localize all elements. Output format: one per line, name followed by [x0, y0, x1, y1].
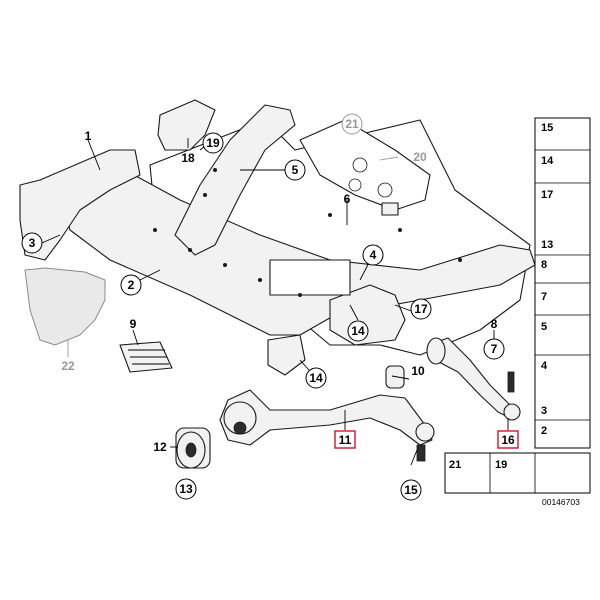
callout-label: 8	[491, 317, 498, 331]
parts-table-label: 17	[541, 189, 553, 201]
callout-label: 9	[130, 317, 137, 331]
callout-label: 18	[181, 151, 195, 165]
callout-label: 4	[370, 248, 377, 262]
parts-table-label: 2	[541, 425, 547, 437]
callout-label: 7	[491, 342, 498, 356]
callout-label: 19	[206, 136, 220, 150]
diagram-code: 00146703	[542, 497, 580, 507]
wishbone-drawing	[219, 389, 435, 462]
callout-label: 11	[339, 433, 352, 447]
parts-table-label: 5	[541, 321, 547, 333]
bottom-parts-row: 21 19 00146703	[444, 452, 591, 507]
callout-label: 6	[344, 192, 351, 206]
parts-table-label: 14	[541, 155, 554, 167]
parts-table-label: 13	[541, 239, 553, 251]
bump-stop-drawing	[119, 341, 173, 373]
callout-label: 14	[309, 371, 323, 385]
bottom-row-label: 19	[495, 459, 507, 471]
bottom-row-label: 21	[449, 459, 461, 471]
callout-label: 1	[85, 129, 92, 143]
callouts: 1 2 3 4 5 6 7 8 9 10 11 12 13 14	[21, 113, 519, 501]
callout-label: 16	[501, 433, 515, 447]
callout-label: 2	[128, 278, 135, 292]
parts-table-label: 7	[541, 291, 547, 303]
callout-label: 13	[179, 482, 193, 496]
callout-label: 14	[351, 324, 365, 338]
bushing-drawing	[175, 427, 211, 469]
callout-label: 12	[153, 440, 167, 454]
parts-table-label: 4	[541, 360, 548, 372]
parts-table: 15 14 17 13 8 7 5 4 3 2	[534, 117, 591, 449]
callout-label: 21	[345, 117, 359, 131]
callout-label: 3	[29, 236, 36, 250]
callout-label: 17	[414, 302, 428, 316]
callout-label: 22	[61, 359, 75, 373]
front-axle-carrier-drawing	[19, 99, 536, 376]
parts-table-label: 3	[541, 405, 547, 417]
callout-label: 20	[413, 150, 427, 164]
callout-label: 5	[292, 163, 299, 177]
rubber-buffer-drawing	[385, 365, 405, 389]
callout-label: 15	[404, 483, 418, 497]
parts-table-label: 15	[541, 122, 553, 134]
rivet-dots	[153, 168, 462, 297]
parts-table-label: 8	[541, 259, 547, 271]
tension-strut-drawing	[426, 337, 521, 421]
callout-label: 10	[411, 364, 425, 378]
